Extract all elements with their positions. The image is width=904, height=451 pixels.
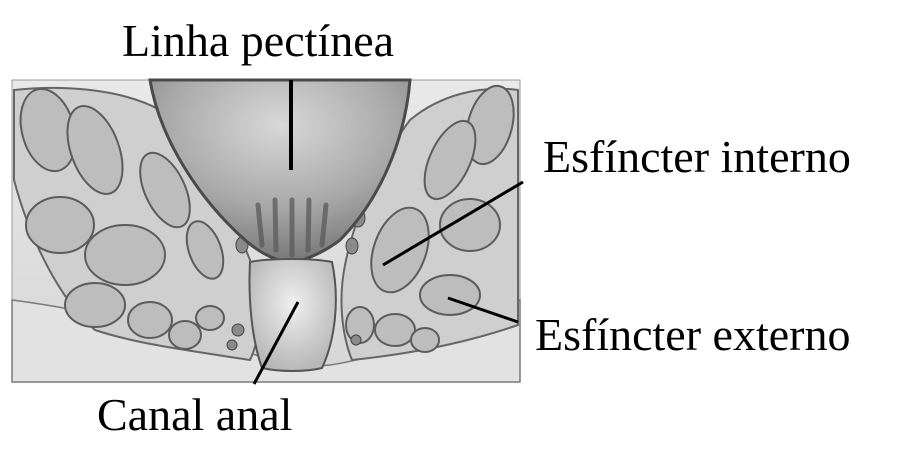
label-canal-anal: Canal anal bbox=[97, 392, 292, 438]
label-linha-pectinea: Linha pectínea bbox=[122, 18, 394, 64]
label-esfincter-interno: Esfíncter interno bbox=[543, 134, 851, 180]
label-esfincter-externo: Esfíncter externo bbox=[535, 312, 850, 358]
